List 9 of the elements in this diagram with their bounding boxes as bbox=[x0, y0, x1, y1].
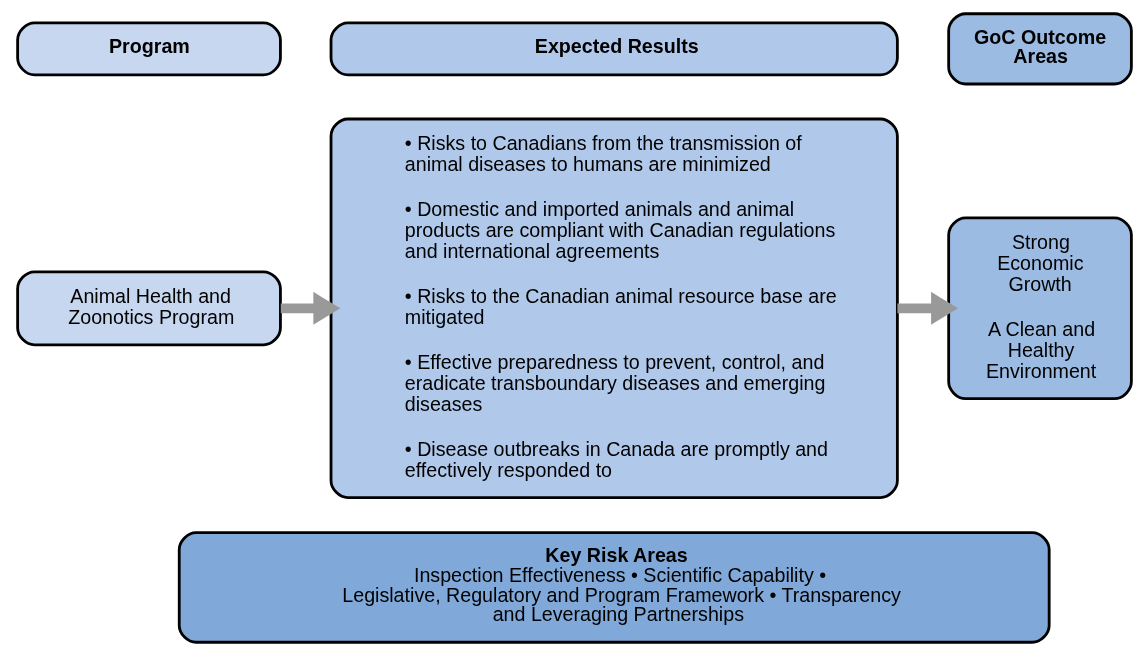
node-box: Strong Economic Growth A Clean and Healthy Environment bbox=[946, 216, 1133, 401]
arrow bbox=[896, 291, 958, 325]
node-box: Expected Results bbox=[329, 21, 899, 77]
node-box: Program bbox=[15, 21, 282, 77]
node-box: Animal Health and Zoonotics Program bbox=[15, 270, 282, 347]
node-box: • Risks to Canadians from the transmission of animal diseases to humans are minimized • Domestic and imported animals and animal products are compliant with Canadian regulations and international agreements • Risks to the Canadian animal resource base are mitigated • Effective preparedness to prevent, control, and eradicate transboundary diseases and emerging diseases • Disease outbreaks in Canada are promptly and effectively responded to bbox=[329, 117, 899, 500]
node-box: Key Risk Areas Inspection Effectiveness • Scientific Capability • Legislative, Regulatory and Program Framework • Transparency and Leveraging Partnerships bbox=[177, 531, 1051, 644]
arrow bbox=[280, 291, 340, 325]
node-box: GoC Outcome Areas bbox=[946, 12, 1133, 86]
